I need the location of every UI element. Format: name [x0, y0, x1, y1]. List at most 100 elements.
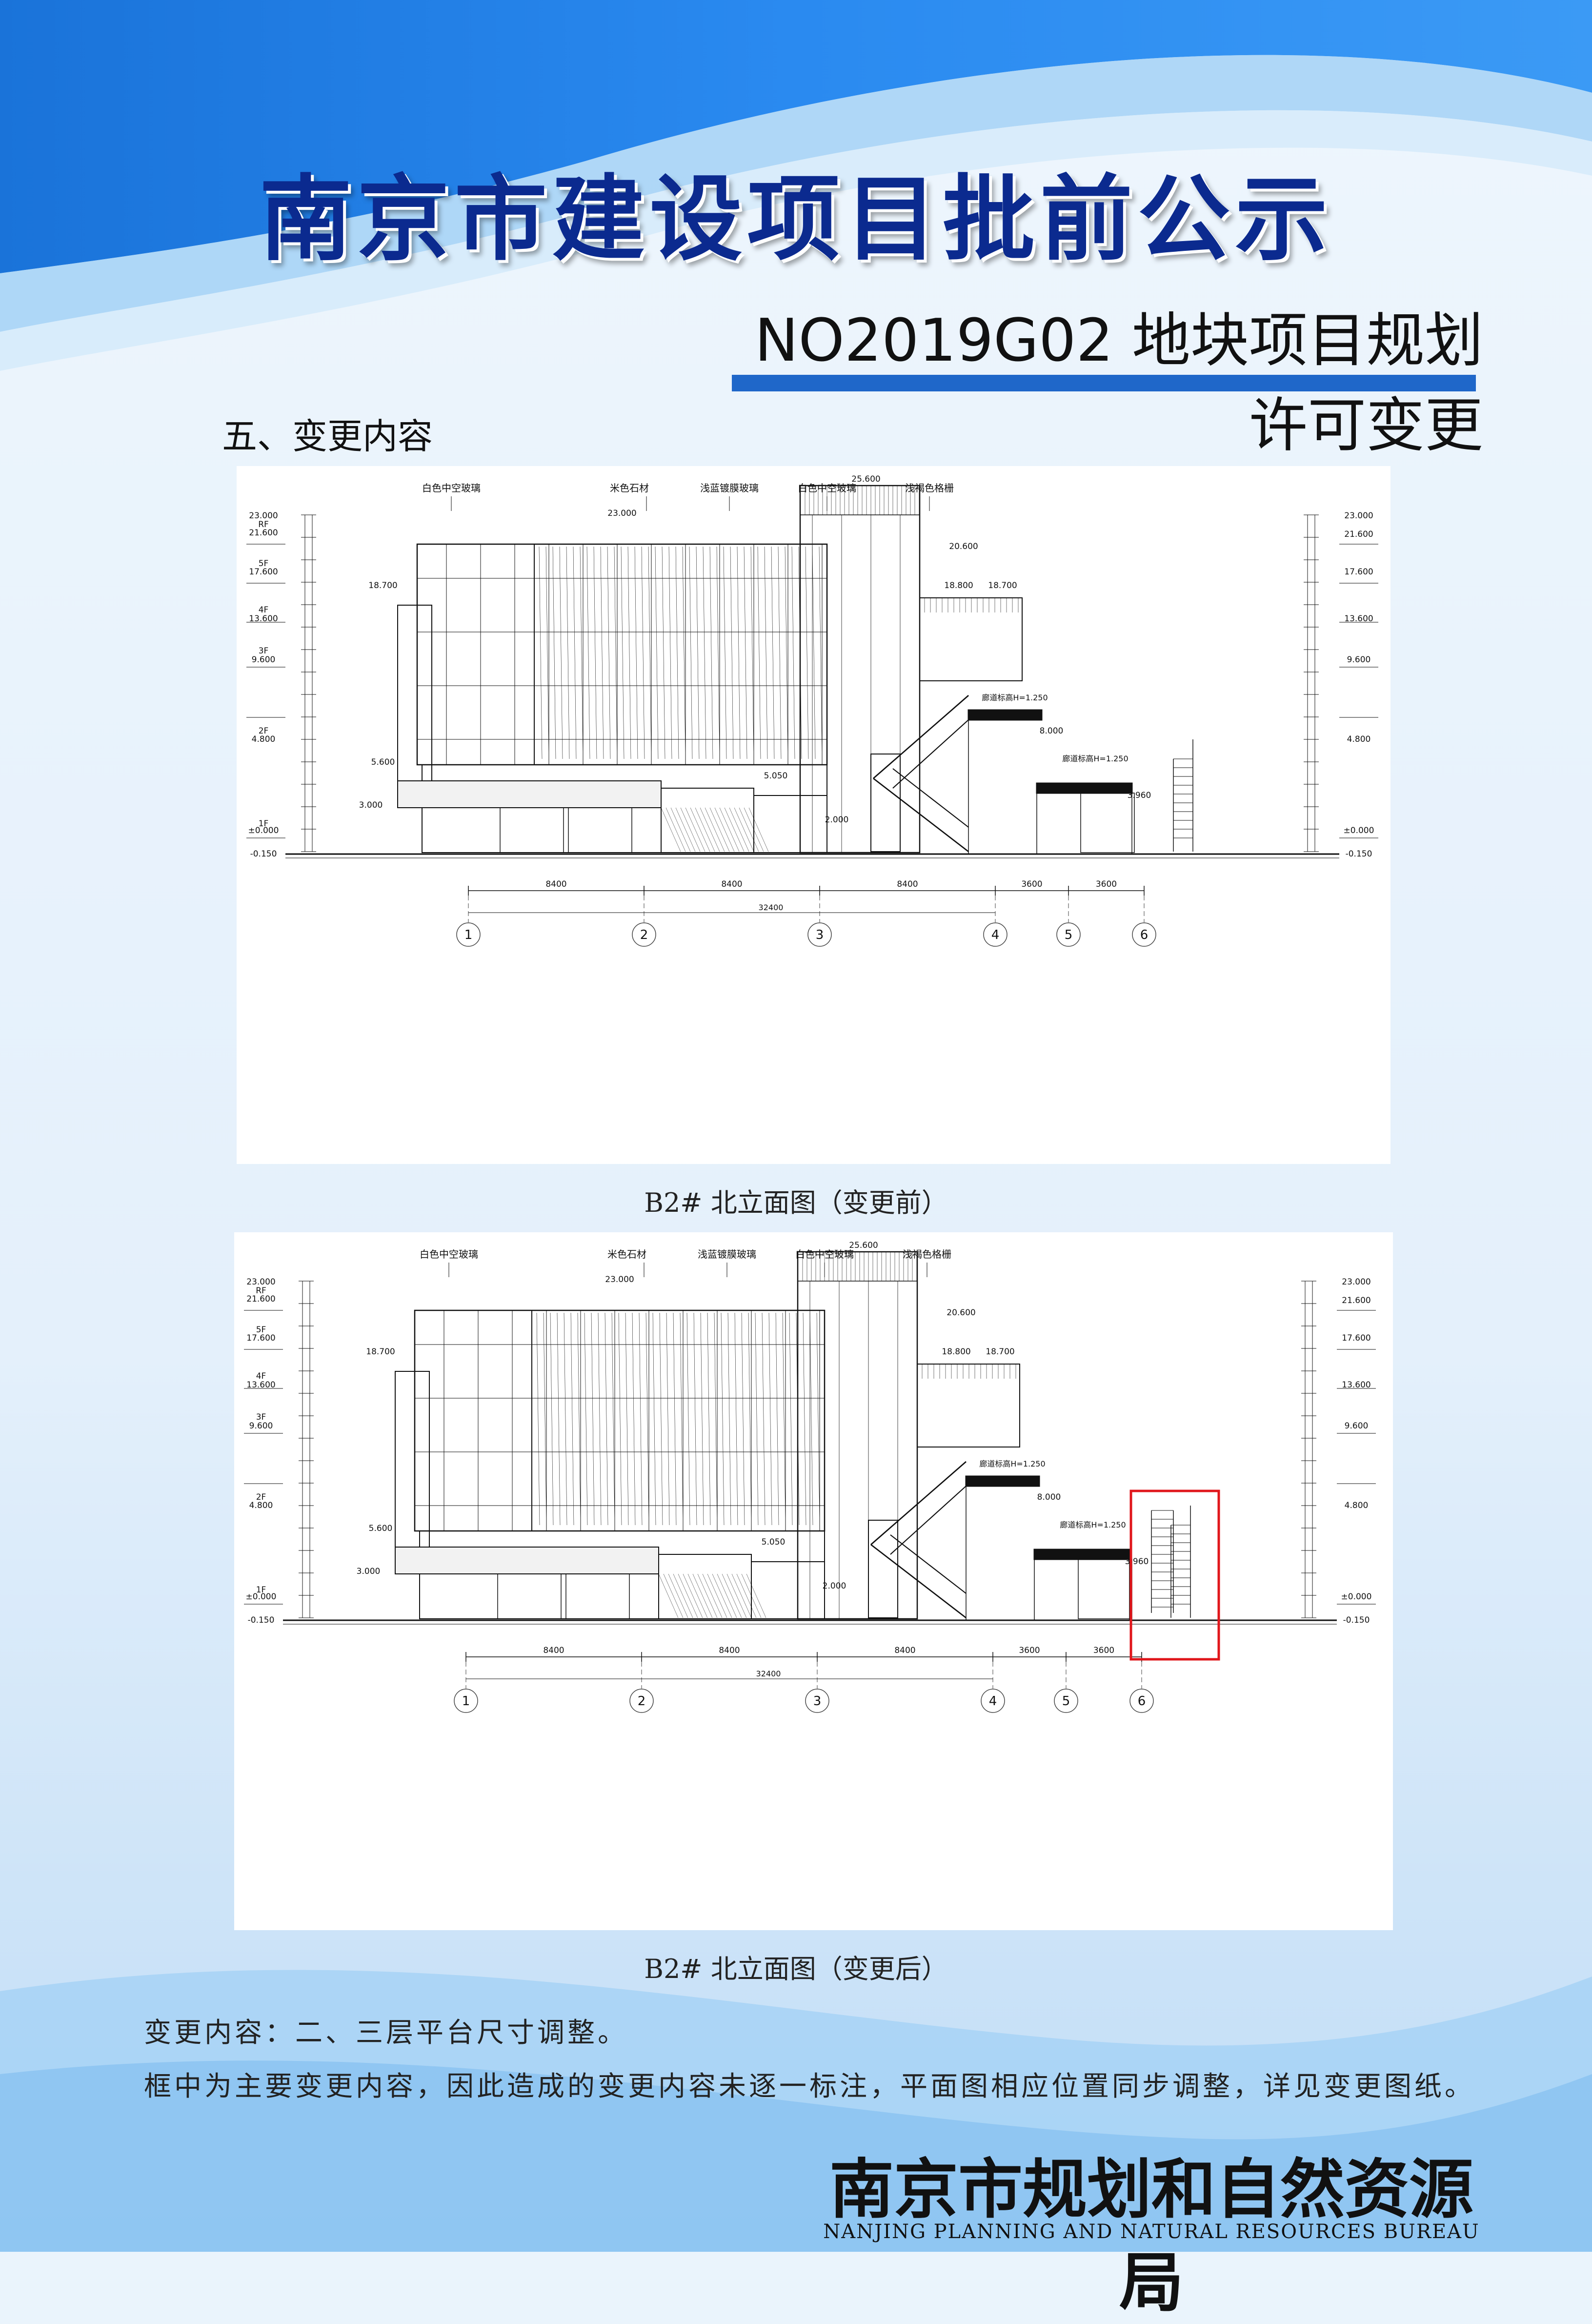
span-dimension: 3600: [1093, 1646, 1114, 1655]
material-callout: 白色中空玻璃: [422, 482, 481, 494]
podium-hatch: [665, 807, 686, 852]
entrance-door: [568, 807, 632, 853]
podium-hatch: [746, 1573, 766, 1618]
podium-hatch: [724, 807, 745, 852]
axis-bubble: [456, 922, 481, 947]
facade-hatch: [611, 1312, 615, 1526]
facade-hatch: [668, 546, 672, 759]
facade-hatch: [803, 1312, 806, 1526]
facade-hatch: [819, 546, 823, 759]
facade-hatch: [607, 546, 611, 759]
elevation-label-left: RF: [258, 520, 269, 530]
axis-bubble: [629, 1689, 654, 1713]
elevation-label-right: 9.600: [1347, 655, 1371, 665]
podium-hatch: [675, 807, 696, 852]
podium-hatch: [678, 1573, 698, 1618]
entrance-door: [497, 1573, 562, 1619]
facade-hatch: [577, 1312, 581, 1526]
change-note-line2: 框中为主要变更内容，因此造成的变更内容未逐一标注，平面图相应位置同步调整，详见变…: [144, 2071, 1475, 2102]
facade-hatch: [648, 546, 652, 759]
facade-hatch: [559, 546, 563, 759]
facade-hatch: [598, 1312, 602, 1526]
podium-hatch: [726, 1573, 747, 1618]
facade-hatch: [775, 1312, 779, 1526]
podium-hatch: [673, 1573, 693, 1618]
right-upper-box: [917, 1364, 1020, 1447]
facade-hatch: [550, 1312, 554, 1526]
facade-hatch: [573, 546, 577, 759]
podium-side-panel: [753, 795, 827, 853]
facade-hatch: [682, 546, 686, 759]
elevation-label-right: 23.000: [1344, 511, 1373, 521]
elevation-label-left: 9.600: [252, 655, 276, 665]
facade-hatch: [564, 1312, 567, 1526]
material-callout: 浅蓝镀膜玻璃: [700, 482, 759, 494]
podium-hatch: [683, 1573, 703, 1618]
facade-hatch: [586, 546, 590, 759]
footer-organization-cn: 南京市规划和自然资源局: [829, 2152, 1473, 2321]
podium-hatch: [712, 1573, 732, 1618]
axis-number: 3: [816, 928, 824, 942]
change-note-line1: 变更内容：二、三层平台尺寸调整。: [144, 2017, 628, 2049]
facade-hatch: [632, 1312, 636, 1526]
elevation-label-right: ±0.000: [1344, 826, 1374, 836]
stair-stringer: [890, 1486, 967, 1555]
elevation-svg-before: 白色中空玻璃米色石材浅蓝镀膜玻璃白色中空玻璃浅褐色格栅23.000RF21.60…: [246, 474, 1378, 947]
podium-hatch: [697, 1573, 718, 1618]
facade-hatch: [727, 1312, 731, 1526]
axis-bubble: [1132, 922, 1156, 947]
podium-hatch: [714, 807, 735, 852]
material-callout: 白色中空玻璃: [420, 1248, 478, 1260]
elevation-callout: 廊道标高H=1.250: [1062, 754, 1128, 763]
louver-tower: [799, 485, 921, 854]
facade-hatch: [714, 1312, 718, 1526]
bridge-slab: [965, 1475, 1040, 1487]
facade-hatch: [744, 546, 747, 759]
elevation-label-left: ±0.000: [246, 1592, 277, 1602]
facade-hatch: [771, 546, 775, 759]
facade-hatch: [621, 546, 625, 759]
elevation-callout: 廊道标高H=1.250: [979, 1459, 1045, 1468]
podium-hatch: [731, 1573, 752, 1618]
facade-hatch: [782, 1312, 786, 1526]
facade-hatch: [652, 1312, 656, 1526]
elevation-label-right: -0.150: [1343, 1615, 1370, 1625]
podium-hatch: [687, 1573, 708, 1618]
facade-hatch: [605, 1312, 608, 1526]
facade-hatch: [639, 1312, 643, 1526]
main-block-upper: [414, 1309, 826, 1532]
podium-hatch: [663, 1573, 684, 1618]
podium-hatch: [736, 1573, 757, 1618]
axis-bubble: [1054, 1689, 1078, 1713]
facade-hatch: [634, 546, 638, 759]
facade-hatch: [791, 546, 795, 759]
elevation-callout: 8.000: [1040, 726, 1064, 736]
elevation-label-left: 21.600: [249, 528, 278, 538]
facade-hatch: [655, 546, 659, 759]
elevation-label-right: 23.000: [1342, 1277, 1370, 1287]
podium-hatch: [690, 807, 710, 852]
elevation-callout: 5.600: [369, 1524, 393, 1533]
elevation-label-left: 17.600: [246, 1333, 275, 1343]
podium-hatch: [717, 1573, 737, 1618]
elevation-callout: 25.600: [851, 474, 880, 484]
axis-number: 2: [640, 928, 648, 942]
podium-hatch: [722, 1573, 742, 1618]
elevation-label-right: 17.600: [1344, 567, 1373, 577]
entrance-door: [500, 807, 564, 853]
span-dimension: 8400: [894, 1646, 915, 1655]
elevation-label-right: 4.800: [1345, 1501, 1369, 1510]
change-highlight-box: [1129, 1489, 1220, 1661]
axis-bubble: [807, 922, 832, 947]
podium-hatch: [658, 1573, 679, 1618]
elevation-callout: 20.600: [949, 542, 978, 551]
bridge-slab: [1033, 1549, 1130, 1560]
left-cantilever: [397, 605, 432, 781]
facade-hatch: [591, 1312, 595, 1526]
elevation-callout: 廊道标高H=1.250: [1060, 1520, 1126, 1529]
podium-hatch: [729, 807, 749, 852]
facade-hatch: [778, 546, 782, 759]
facade-hatch: [614, 546, 618, 759]
facade-hatch: [580, 546, 584, 759]
